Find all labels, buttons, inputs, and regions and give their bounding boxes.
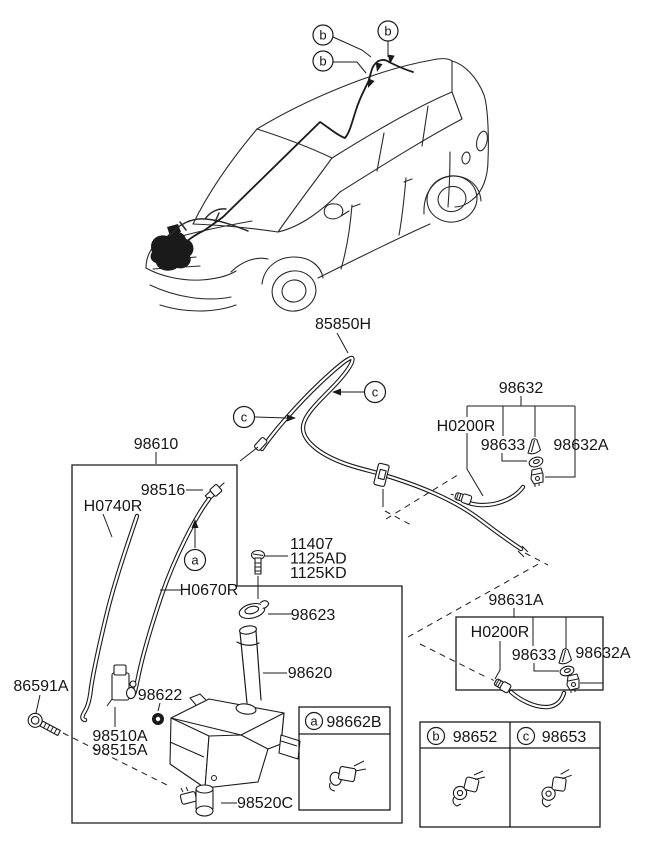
bolt-label-2: 1125AD: [290, 551, 347, 568]
hose-front-label: H0740R: [84, 498, 143, 515]
reservoir-cap-icon: [238, 600, 270, 620]
callout-b-1: b: [312, 24, 372, 58]
front-group-label: 98632: [499, 380, 544, 397]
front-grommet-label: 98633: [481, 437, 526, 454]
clip-b-callout-letter: b: [432, 729, 439, 744]
rear-nozzle-cone-icon: [558, 648, 573, 665]
rear-nozzle-group: 98631A H0200R 98633 98632A: [455, 592, 631, 710]
hose-rear-label: H0670R: [180, 582, 239, 599]
front-nozzle-group: 98632 H0200R 98633 98632A: [437, 380, 609, 508]
callout-a: a: [183, 519, 207, 572]
clip-c-callout-letter: c: [523, 729, 530, 744]
roof-hose-label: 85850H: [315, 316, 371, 333]
callout-a-letter: a: [191, 553, 199, 568]
washer-motor-icon: [106, 664, 137, 707]
clip-c-icon: [538, 768, 576, 808]
mount-bolt-group: 11407 1125AD 1125KD 98623: [250, 536, 347, 624]
clip-b-cell: b 98652: [426, 726, 498, 807]
bolt-icon: [250, 549, 266, 575]
inset-a-part-label: 98662B: [326, 714, 381, 731]
assembly-outline: [71, 464, 403, 824]
grommet-label: 98622: [138, 687, 183, 704]
cap-label: 98623: [291, 607, 336, 624]
roof-hose-detail: 85850H c c: [232, 316, 529, 558]
callout-c-left-letter: c: [241, 410, 248, 425]
rear-nozzle-label: 98632A: [575, 645, 630, 662]
inset-a-clip-icon: [328, 760, 367, 792]
clip-c-cell: c 98653: [516, 726, 587, 808]
front-nozzle-label: 98632A: [553, 437, 608, 454]
reservoir-tank-drawing: [169, 600, 301, 789]
callout-b-2: b: [312, 50, 367, 74]
rear-hose-elbow-icon: [488, 674, 513, 694]
clip-b-icon: [452, 770, 486, 807]
front-grommet-icon: [527, 454, 545, 470]
clip-table: b 98652 c 98653: [419, 721, 601, 828]
callout-b-3: b: [377, 20, 399, 57]
callout-b-2-letter: b: [319, 54, 326, 69]
motor-label-1: 98510A: [92, 728, 147, 745]
front-hose-label: H0200R: [437, 418, 496, 435]
front-nozzle-cone-icon: [527, 438, 542, 455]
callout-b-1-letter: b: [319, 28, 326, 43]
hose-clip-arrow-markers: [368, 54, 395, 88]
clip-c-part-label: 98653: [542, 729, 587, 746]
washer-assembly-box: 98610 98516 H0740R H0670R a: [71, 436, 403, 824]
reservoir-label: 98620: [288, 665, 333, 682]
rear-group-label: 98631A: [488, 592, 543, 609]
inset-a-box: a 98662B: [298, 706, 391, 811]
engine-bay-reservoir-blob: [150, 231, 194, 271]
rear-group-box: [455, 616, 604, 691]
grommet-icon: [152, 713, 164, 725]
front-bolt-icon: [27, 712, 61, 737]
front-bolt-label: 86591A: [13, 678, 68, 695]
bolt-label-3: 1125KD: [290, 565, 347, 582]
pump-label: 98520C: [237, 795, 293, 812]
bolt-label-1: 11407: [290, 536, 333, 553]
motor-label-2: 98515A: [92, 742, 147, 759]
clip-b-part-label: 98652: [453, 729, 498, 746]
callout-c-right: c: [332, 380, 387, 404]
callout-b-3-letter: b: [384, 24, 391, 39]
dashed-reference-lines: [62, 472, 549, 788]
roof-washer-hose-route: [185, 59, 414, 243]
callout-c-right-letter: c: [372, 385, 379, 400]
rear-grommet-label: 98633: [512, 647, 557, 664]
pump-icon: [179, 784, 214, 817]
rear-hose-label: H0200R: [471, 624, 530, 641]
callout-c-left: c: [232, 405, 296, 429]
front-washer-nozzle-icon: [530, 467, 544, 488]
hose-tee-connector: [373, 462, 390, 507]
inset-a-callout-letter: a: [310, 714, 318, 729]
front-bolt-group: 86591A: [13, 678, 69, 737]
vehicle-sketch: b b b: [145, 20, 489, 312]
assembly-label: 98610: [134, 436, 179, 453]
joint-label: 98516: [141, 482, 186, 499]
